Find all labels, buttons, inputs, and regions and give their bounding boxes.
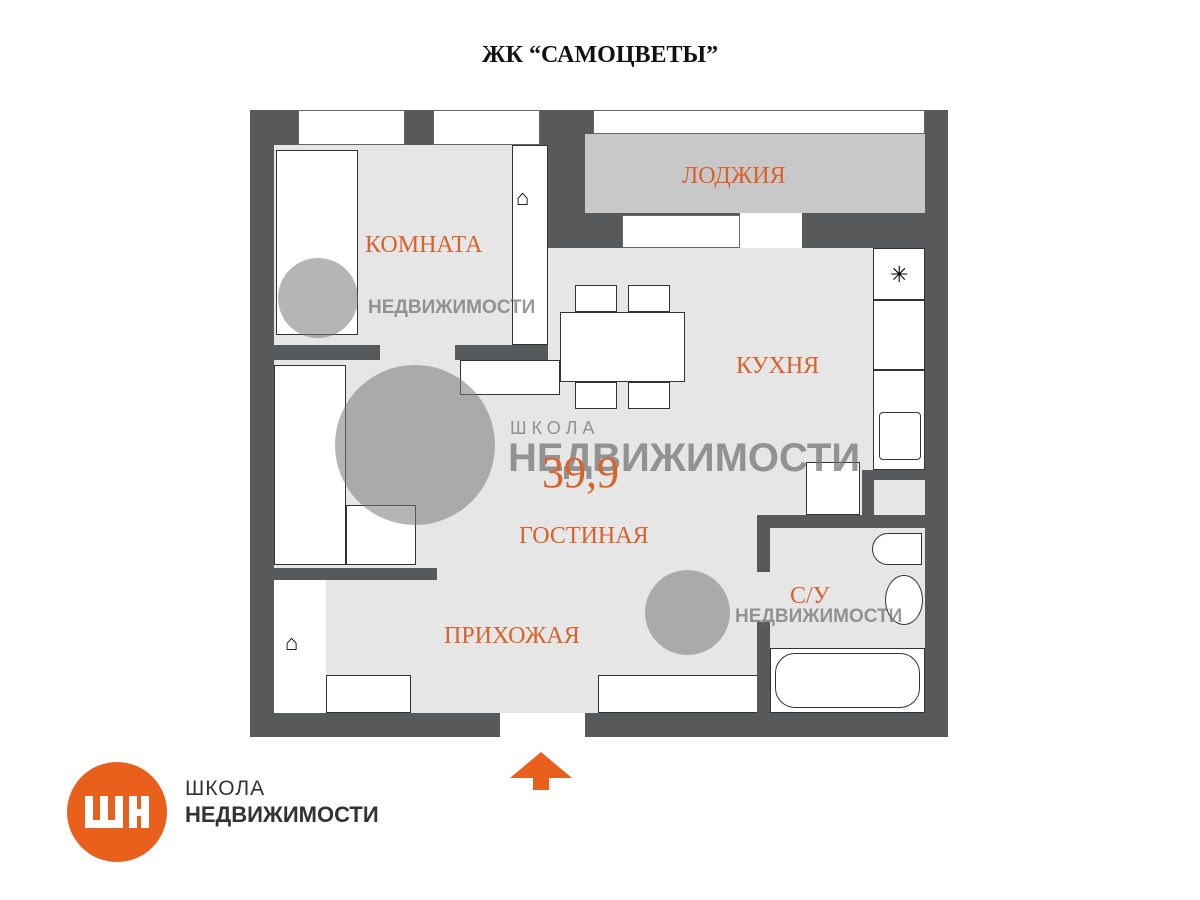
area-label: 39,9 xyxy=(542,448,619,497)
hob-icon xyxy=(873,300,925,370)
chair xyxy=(575,285,617,312)
logo-text-school: ШКОЛА xyxy=(185,777,266,800)
shaft-wall xyxy=(873,470,925,480)
watermark-text: НЕДВИЖИМОСТИ xyxy=(735,606,903,627)
page-title: ЖК “САМОЦВЕТЫ” xyxy=(481,42,719,68)
balcony-door xyxy=(740,213,802,248)
toilet-icon xyxy=(872,533,922,565)
snowflake-icon: ✳ xyxy=(890,262,909,287)
hallway-label: ПРИХОЖАЯ xyxy=(444,623,580,649)
washbasin xyxy=(885,575,923,625)
bathroom-door xyxy=(757,572,770,622)
entrance-arrow-icon xyxy=(510,752,572,790)
hanger-icon: ⌂ xyxy=(516,185,530,210)
room-doorway xyxy=(380,345,455,360)
living-label: ГОСТИНАЯ xyxy=(519,523,649,549)
shaft-wall xyxy=(862,470,874,515)
watermark-logo xyxy=(335,365,495,525)
loggia-label: ЛОДЖИЯ xyxy=(682,163,786,189)
cabinet xyxy=(806,462,860,515)
hall-wardrobe xyxy=(274,580,326,713)
room-label: КОМНАТА xyxy=(365,232,483,258)
shoe-cabinet xyxy=(326,675,411,713)
bathroom-wall xyxy=(757,515,925,528)
loggia-window xyxy=(593,110,925,134)
watermark-text: ШКОЛА xyxy=(510,418,600,438)
sofa xyxy=(274,365,346,565)
logo-text-realty: НЕДВИЖИМОСТИ xyxy=(185,802,379,827)
opening xyxy=(548,248,562,360)
wardrobe xyxy=(512,145,548,345)
window xyxy=(298,110,405,145)
bathtub-inner xyxy=(775,653,920,708)
watermark-logo xyxy=(645,570,730,655)
hall-cabinet xyxy=(598,675,758,713)
window xyxy=(622,215,740,248)
chair xyxy=(575,382,617,409)
brand-logo xyxy=(67,762,167,862)
kitchen-label: КУХНЯ xyxy=(736,353,820,379)
loggia-floor xyxy=(585,134,925,213)
watermark-text: НЕДВИЖИМОСТИ xyxy=(368,297,536,318)
dining-table xyxy=(560,312,685,382)
logo-mark-icon xyxy=(85,796,149,828)
entrance-door xyxy=(500,713,585,737)
bathroom-label: С/У xyxy=(790,583,830,609)
watermark-logo xyxy=(278,258,358,338)
chair xyxy=(628,285,670,312)
partition xyxy=(274,568,437,580)
chair xyxy=(628,382,670,409)
window xyxy=(433,110,540,145)
fridge xyxy=(873,248,925,300)
tv-stand xyxy=(460,360,560,395)
hanger-icon: ⌂ xyxy=(285,630,299,655)
watermark-text: НЕДВИЖИМОСТИ xyxy=(508,436,861,480)
sink-icon xyxy=(879,412,921,460)
